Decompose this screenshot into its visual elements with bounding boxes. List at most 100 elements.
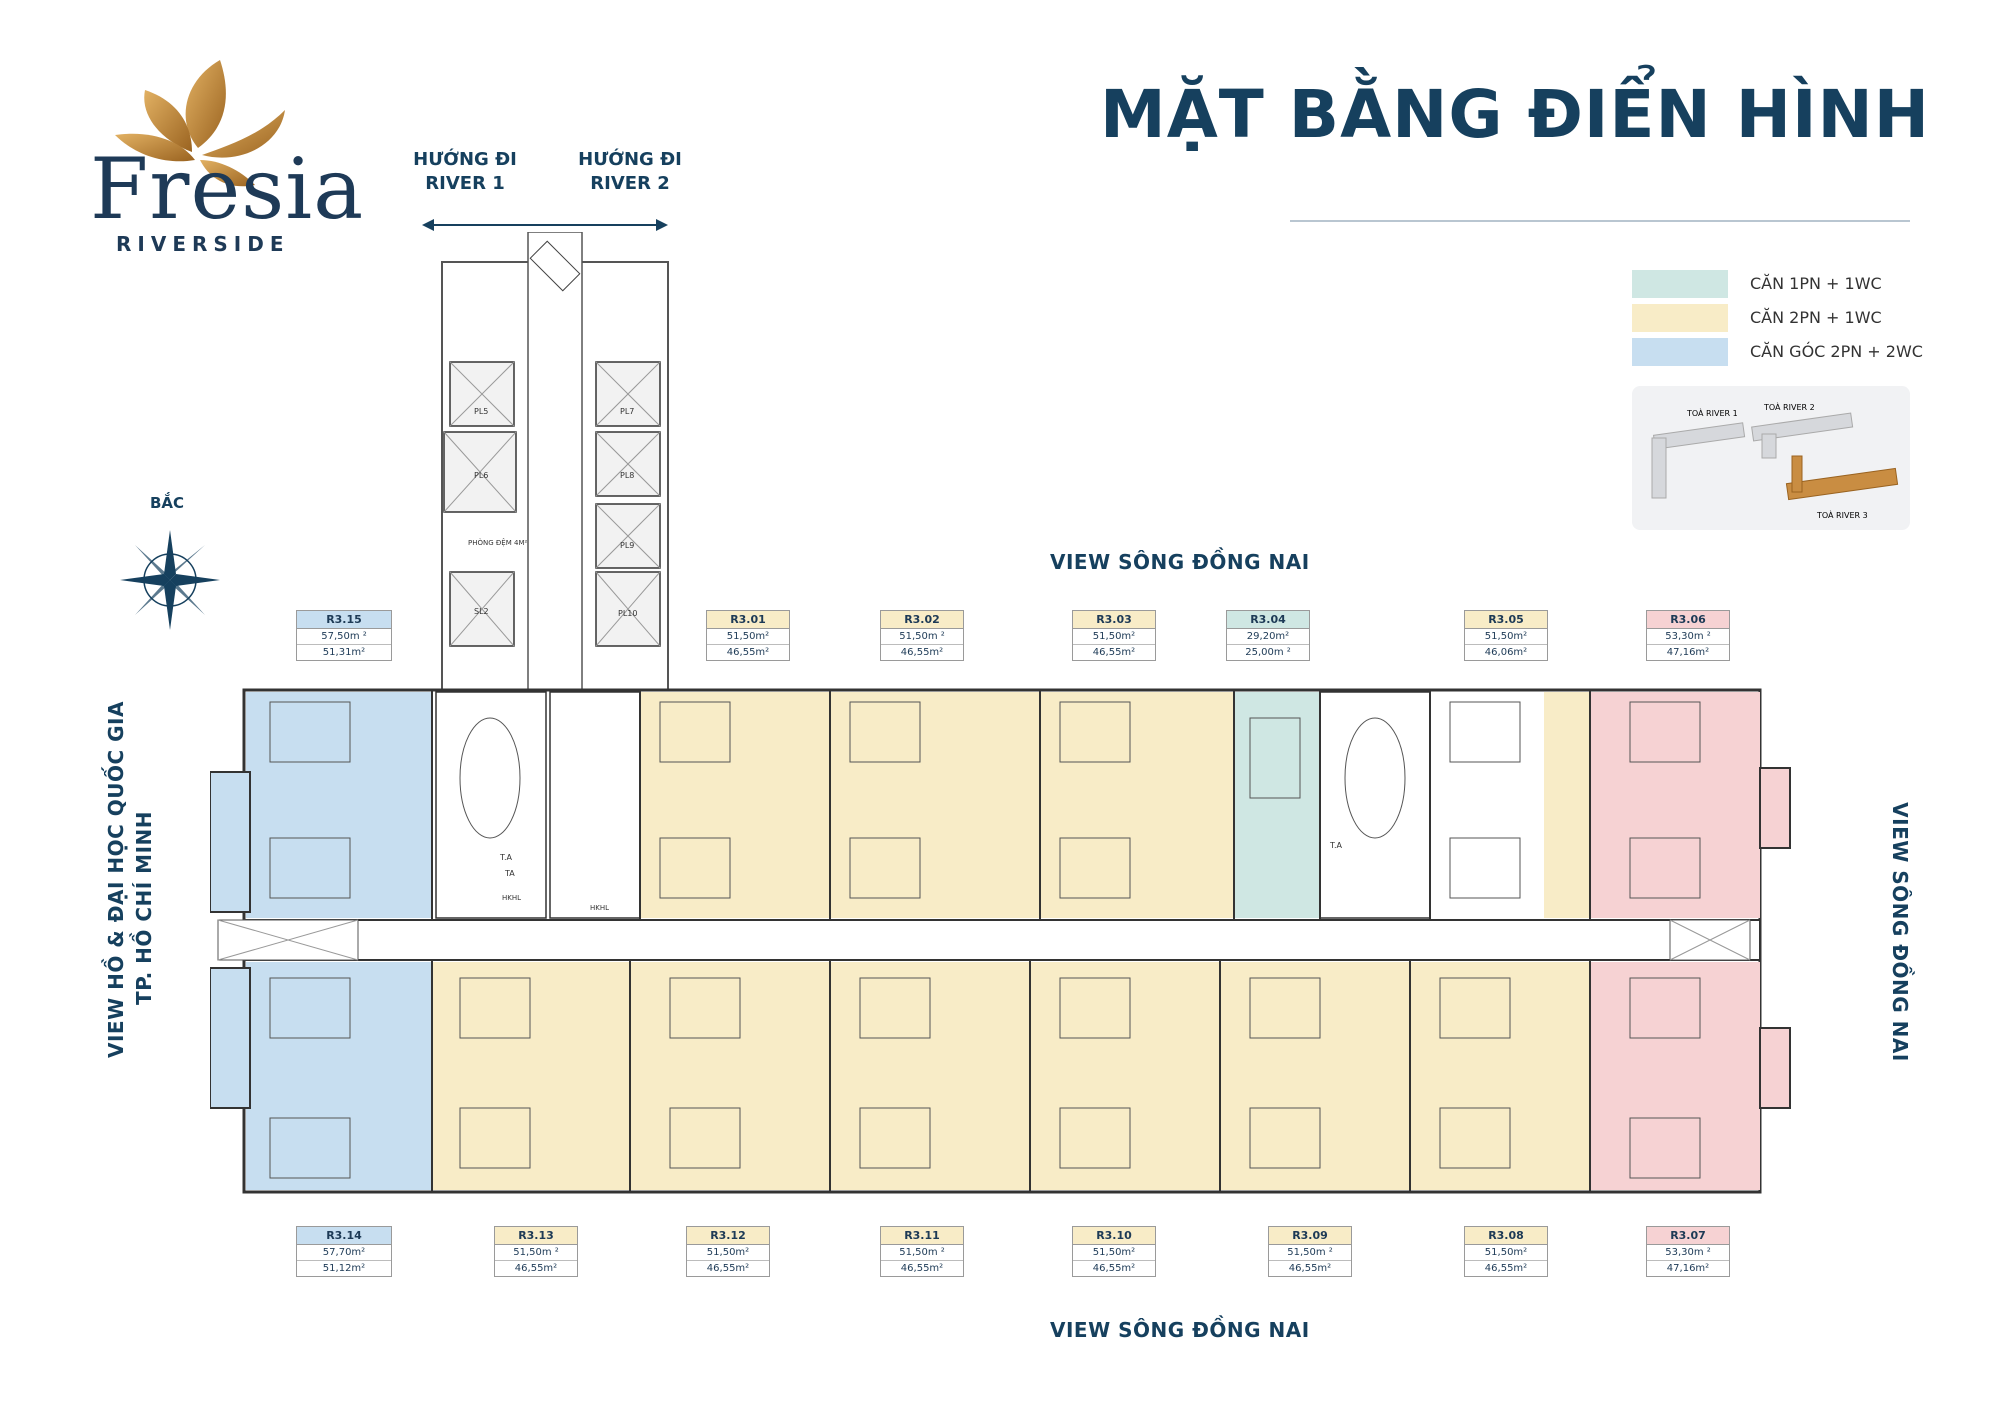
view-label-left-line1: VIEW HỒ & ĐẠI HỌC QUỐC GIA xyxy=(104,701,128,1058)
lift-label-pl6: PL6 xyxy=(474,471,488,480)
unit-code: R3.09 xyxy=(1269,1227,1351,1245)
unit-code: R3.08 xyxy=(1465,1227,1547,1245)
lift-label-sl2: SL2 xyxy=(474,607,489,616)
unit-area-net: 47,16m² xyxy=(1666,647,1710,658)
unit-area-net: 46,06m² xyxy=(1484,647,1528,658)
unit-area-gross: 51,50m ² xyxy=(881,1245,963,1261)
unit-area-net: 47,16m² xyxy=(1666,1263,1710,1274)
unit-area-gross: 29,20m² xyxy=(1227,629,1309,645)
legend-label-2pn: CĂN 2PN + 1WC xyxy=(1750,308,1882,327)
core-ta-label-left: T.A xyxy=(499,853,512,862)
site-key-label-river2: TOÀ RIVER 2 xyxy=(1763,401,1815,412)
view-label-left: VIEW HỒ & ĐẠI HỌC QUỐC GIA TP. HỒ CHÍ MI… xyxy=(102,701,158,1058)
page-title: MẶT BẰNG ĐIỂN HÌNH xyxy=(1100,76,1930,153)
unit-card-r3-07[interactable]: R3.07 53,30m ² 47,16m² xyxy=(1646,1226,1730,1277)
unit-code: R3.10 xyxy=(1073,1227,1155,1245)
unit-area-gross: 51,50m² xyxy=(687,1245,769,1261)
site-key-map: TOÀ RIVER 1 TOÀ RIVER 2 TOÀ RIVER 3 xyxy=(1632,386,1910,530)
brand-name: Fresia xyxy=(90,140,365,238)
compass-north-label: BẮC xyxy=(150,494,185,512)
unit-code: R3.07 xyxy=(1647,1227,1729,1245)
compass-icon xyxy=(120,530,220,630)
unit-code: R3.04 xyxy=(1227,611,1309,629)
unit-card-r3-13[interactable]: R3.13 51,50m ² 46,55m² xyxy=(494,1226,578,1277)
legend-swatch-1pn xyxy=(1632,270,1728,298)
unit-area-net: 46,55m² xyxy=(900,647,944,658)
buffer-room-label: PHÒNG ĐỆM 4M² xyxy=(468,538,527,547)
brand-subtitle: RIVERSIDE xyxy=(116,232,290,256)
unit-card-r3-03[interactable]: R3.03 51,50m² 46,55m² xyxy=(1072,610,1156,661)
unit-area-net: 25,00m ² xyxy=(1245,647,1291,658)
core-ta2-label: TA xyxy=(504,869,515,878)
unit-area-gross: 57,50m ² xyxy=(297,629,391,645)
unit-code: R3.06 xyxy=(1647,611,1729,629)
core-tower-drawing: PL5 PL6 SL2 PL7 PL8 PL9 PL10 PHÒNG ĐỆM 4… xyxy=(441,231,669,693)
floor-plan: T.A TA HKHL HKHL T.A xyxy=(209,688,1800,1198)
brand-logo xyxy=(80,60,320,260)
lift-label-pl8: PL8 xyxy=(620,471,634,480)
view-label-right: VIEW SÔNG ĐỒNG NAI xyxy=(1888,802,1912,1062)
unit-code: R3.11 xyxy=(881,1227,963,1245)
direction-river-2: HƯỚNG ĐI RIVER 2 xyxy=(578,149,682,194)
unit-code: R3.02 xyxy=(881,611,963,629)
unit-card-r3-11[interactable]: R3.11 51,50m ² 46,55m² xyxy=(880,1226,964,1277)
unit-area-net: 46,55m² xyxy=(1092,647,1136,658)
core-ta-label-right: T.A xyxy=(1329,841,1342,850)
unit-card-r3-04[interactable]: R3.04 29,20m² 25,00m ² xyxy=(1226,610,1310,661)
unit-area-net: 46,55m² xyxy=(900,1263,944,1274)
unit-area-net: 51,12m² xyxy=(322,1263,366,1274)
title-divider xyxy=(1290,220,1910,222)
unit-code: R3.15 xyxy=(297,611,391,629)
unit-area-gross: 51,50m² xyxy=(1073,629,1155,645)
unit-code: R3.14 xyxy=(297,1227,391,1245)
unit-card-r3-15[interactable]: R3.15 57,50m ² 51,31m² xyxy=(296,610,392,661)
unit-area-net: 46,55m² xyxy=(706,1263,750,1274)
unit-card-r3-06[interactable]: R3.06 53,30m ² 47,16m² xyxy=(1646,610,1730,661)
core-hkhl-label-left: HKHL xyxy=(502,894,521,902)
view-label-left-line2: TP. HỒ CHÍ MINH xyxy=(132,810,156,1006)
unit-area-gross: 51,50m ² xyxy=(495,1245,577,1261)
site-key-label-river1: TOÀ RIVER 1 xyxy=(1686,407,1738,418)
view-label-top: VIEW SÔNG ĐỒNG NAI xyxy=(1050,550,1310,574)
unit-card-r3-01[interactable]: R3.01 51,50m² 46,55m² xyxy=(706,610,790,661)
lift-label-pl10: PL10 xyxy=(618,609,637,618)
unit-area-gross: 51,50m² xyxy=(1073,1245,1155,1261)
lift-label-pl7: PL7 xyxy=(620,407,634,416)
unit-card-r3-08[interactable]: R3.08 51,50m² 46,55m² xyxy=(1464,1226,1548,1277)
direction-river-1: HƯỚNG ĐI RIVER 1 xyxy=(413,149,517,194)
unit-code: R3.12 xyxy=(687,1227,769,1245)
unit-card-r3-10[interactable]: R3.10 51,50m² 46,55m² xyxy=(1072,1226,1156,1277)
site-key-map-drawing: TOÀ RIVER 1 TOÀ RIVER 2 TOÀ RIVER 3 xyxy=(1651,401,1899,520)
unit-area-net: 46,55m² xyxy=(1288,1263,1332,1274)
unit-card-r3-02[interactable]: R3.02 51,50m ² 46,55m² xyxy=(880,610,964,661)
unit-area-net: 46,55m² xyxy=(514,1263,558,1274)
site-key-label-river3: TOÀ RIVER 3 xyxy=(1816,509,1868,520)
core-hkhl-label-right: HKHL xyxy=(590,904,609,912)
unit-card-r3-14[interactable]: R3.14 57,70m² 51,12m² xyxy=(296,1226,392,1277)
unit-area-gross: 51,50m² xyxy=(707,629,789,645)
unit-code: R3.05 xyxy=(1465,611,1547,629)
direction-arrow-icon xyxy=(422,219,668,231)
lift-label-pl5: PL5 xyxy=(474,407,488,416)
unit-code: R3.01 xyxy=(707,611,789,629)
legend-label-corner: CĂN GÓC 2PN + 2WC xyxy=(1750,342,1923,361)
core-tower: PL5 PL6 SL2 PL7 PL8 PL9 PL10 PHÒNG ĐỆM 4… xyxy=(440,231,670,693)
legend-swatch-2pn xyxy=(1632,304,1728,332)
unit-code: R3.03 xyxy=(1073,611,1155,629)
unit-area-gross: 51,50m ² xyxy=(1269,1245,1351,1261)
unit-card-r3-05[interactable]: R3.05 51,50m² 46,06m² xyxy=(1464,610,1548,661)
unit-area-gross: 51,50m² xyxy=(1465,1245,1547,1261)
unit-area-net: 46,55m² xyxy=(726,647,770,658)
unit-area-net: 51,31m² xyxy=(322,647,366,658)
unit-area-gross: 51,50m² xyxy=(1465,629,1547,645)
legend-swatch-corner xyxy=(1632,338,1728,366)
unit-card-r3-12[interactable]: R3.12 51,50m² 46,55m² xyxy=(686,1226,770,1277)
unit-code: R3.13 xyxy=(495,1227,577,1245)
unit-card-r3-09[interactable]: R3.09 51,50m ² 46,55m² xyxy=(1268,1226,1352,1277)
unit-area-net: 46,55m² xyxy=(1092,1263,1136,1274)
unit-area-gross: 53,30m ² xyxy=(1647,629,1729,645)
lift-label-pl9: PL9 xyxy=(620,541,634,550)
floor-plan-drawing: T.A TA HKHL HKHL T.A xyxy=(209,688,1791,1194)
lotus-logo-icon xyxy=(115,60,285,187)
legend-label-1pn: CĂN 1PN + 1WC xyxy=(1750,274,1882,293)
